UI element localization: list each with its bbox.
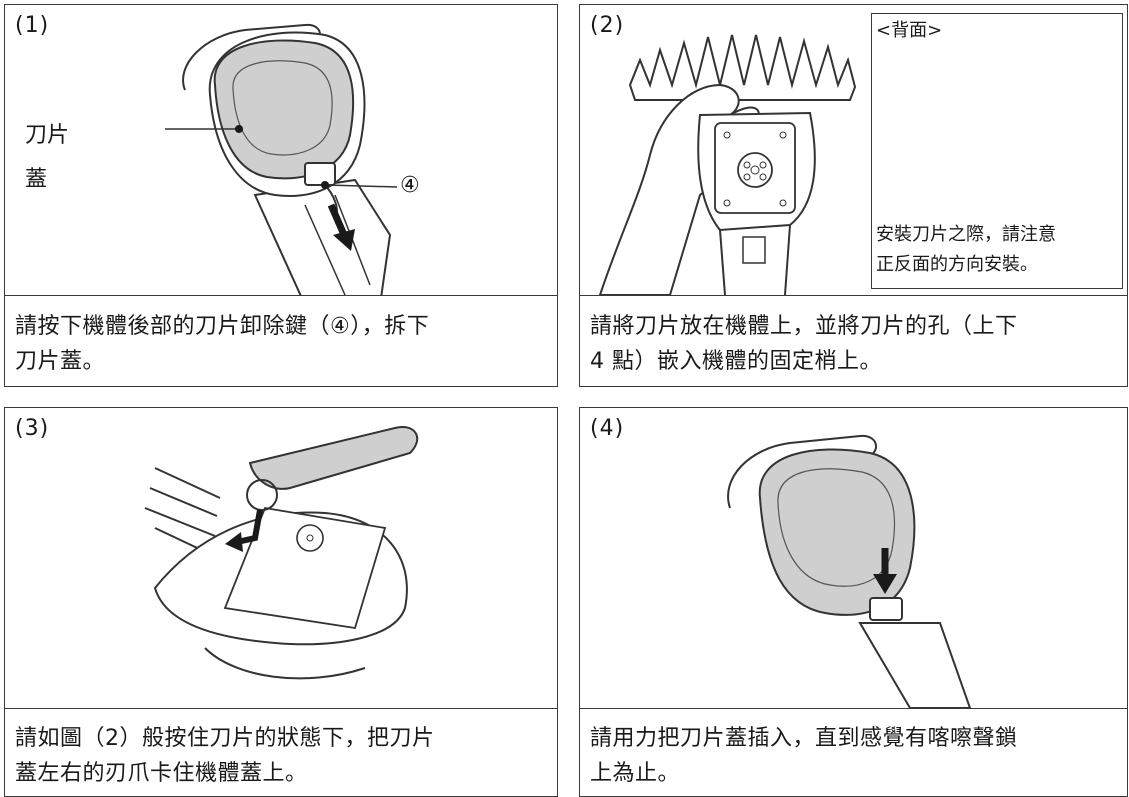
inset-note-line1: 安裝刀片之際，請注意	[876, 224, 1056, 245]
step-4-caption-line2: 上為止。	[590, 761, 681, 786]
blade-cover-label-line2: 蓋	[25, 167, 48, 192]
step-4-panel: (4) 請用力把刀片蓋插入，直到感覺有喀嚓聲鎖 上為止。	[579, 407, 1128, 797]
caption-divider	[5, 708, 557, 709]
caption-divider	[580, 295, 1127, 296]
release-key-callout: ④	[400, 173, 420, 198]
blade-cover-removal-illustration	[165, 23, 398, 295]
step-3-panel: (3) 請如圖（2）般按住刀片的狀態下，把刀片 蓋左右的刃爪卡住機體蓋上。	[4, 407, 558, 797]
blade-cover-insert-illustration	[727, 434, 972, 708]
step-2-panel: (2) <背面> 安裝刀片之際，請注意 正反面的方向安裝。 請將刀片放	[579, 4, 1128, 387]
blade-cover-label-line1: 刀片	[25, 123, 70, 148]
step-number: (3)	[15, 416, 50, 441]
blade-placement-illustration	[598, 34, 1056, 295]
caption-divider	[5, 295, 557, 296]
step-2-caption-line1: 請將刀片放在機體上，並將刀片的孔（上下	[590, 314, 1018, 339]
inset-note-line2: 正反面的方向安裝。	[876, 254, 1038, 275]
step-number: (4)	[590, 416, 625, 441]
blade-cover-hook-illustration	[144, 426, 419, 680]
step-3-caption-line2: 蓋左右的刃爪卡住機體蓋上。	[15, 761, 308, 786]
back-side-inset: <背面> 安裝刀片之際，請注意 正反面的方向安裝。	[871, 13, 1123, 289]
step-number: (1)	[15, 13, 50, 38]
step-1-caption-line2: 刀片蓋。	[15, 349, 106, 374]
step-3-caption-line1: 請如圖（2）般按住刀片的狀態下，把刀片	[15, 726, 435, 751]
step-1-caption-line1: 請按下機體後部的刀片卸除鍵（④），拆下	[15, 314, 430, 339]
step-1-panel: (1) 刀片 蓋 ④ 請按下機體後部的刀片卸除鍵（④），拆下 刀片蓋。	[4, 4, 558, 387]
step-2-caption-line2: 4 點）嵌入機體的固定梢上。	[590, 349, 882, 374]
step-number: (2)	[590, 13, 625, 38]
caption-divider	[580, 708, 1127, 709]
inset-title: <背面>	[876, 16, 945, 42]
step-4-caption-line1: 請用力把刀片蓋插入，直到感覺有喀嚓聲鎖	[590, 726, 1018, 751]
